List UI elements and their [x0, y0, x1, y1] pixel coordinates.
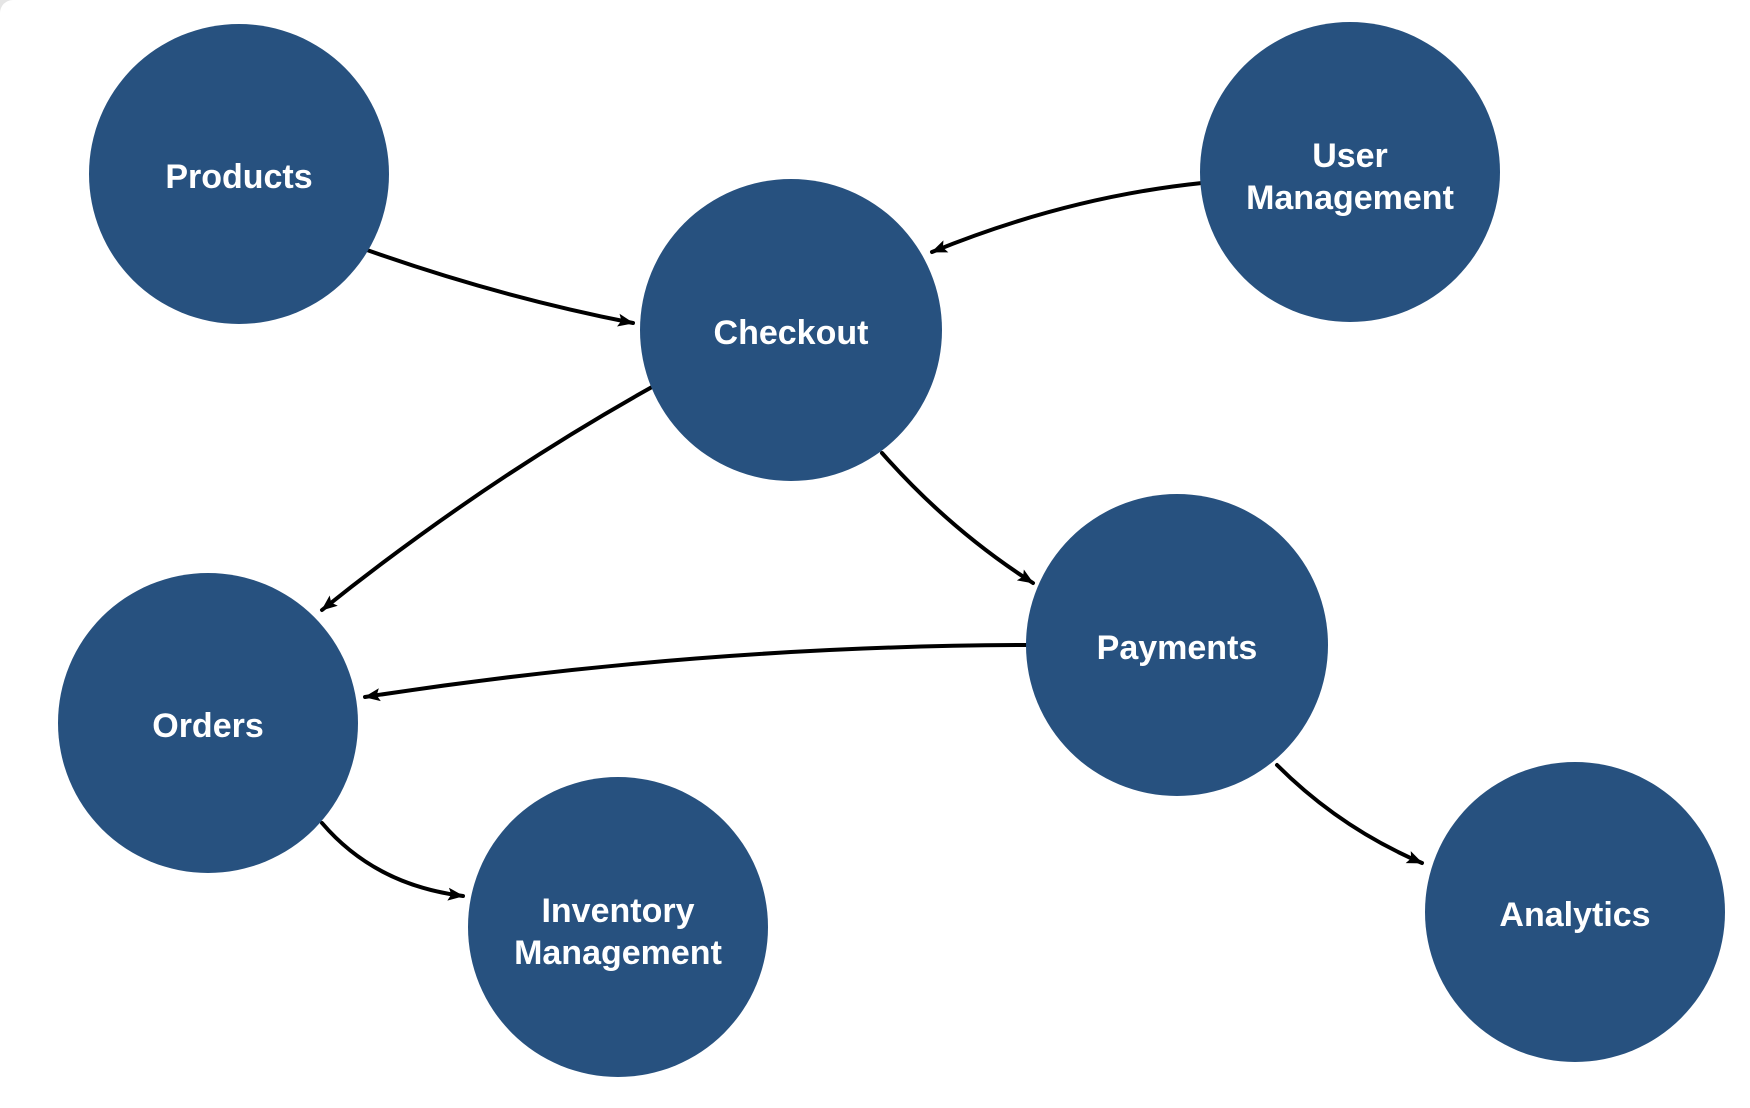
node-products[interactable] [89, 24, 389, 324]
edge-user-management-checkout[interactable] [930, 181, 1204, 254]
edges-layer [320, 181, 1424, 901]
edge-payments-orders[interactable] [363, 643, 1029, 702]
node-analytics[interactable] [1425, 762, 1725, 1062]
node-group-checkout: Checkout [640, 179, 942, 481]
node-orders[interactable] [58, 573, 358, 873]
node-payments[interactable] [1026, 494, 1328, 796]
edge-payments-analytics[interactable] [1275, 763, 1424, 865]
node-group-orders: Orders [58, 573, 358, 873]
node-user-management[interactable] [1200, 22, 1500, 322]
window-corner-artifact [0, 0, 16, 14]
node-group-analytics: Analytics [1425, 762, 1725, 1062]
edge-products-checkout[interactable] [365, 248, 635, 327]
node-group-products: Products [89, 24, 389, 324]
node-group-payments: Payments [1026, 494, 1328, 796]
node-checkout[interactable] [640, 179, 942, 481]
node-inventory-management[interactable] [468, 777, 768, 1077]
edge-orders-inventory-management[interactable] [320, 821, 465, 901]
edge-checkout-orders[interactable] [320, 385, 654, 612]
edge-checkout-payments[interactable] [880, 451, 1035, 585]
